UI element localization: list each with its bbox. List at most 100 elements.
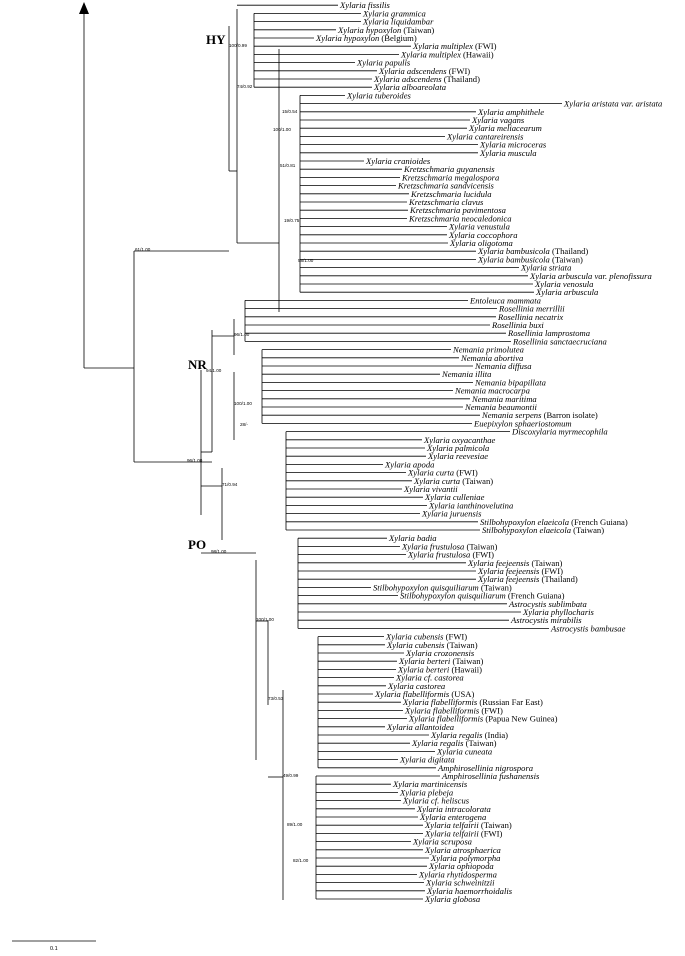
taxon-name: Xylaria multiplex [412,41,473,51]
taxon-name: Kretzschmaria megalospora [401,172,499,182]
taxon-label: Kretzschmaria megalospora [401,172,499,182]
taxon-label: Xylaria plebeja [399,787,453,797]
taxon-name: Xylaria aristata var. aristata [563,99,662,109]
taxon-label: Xylaria oligotoma [449,238,513,248]
taxon-label: Astrocystis sublimbata [508,599,587,609]
taxon-note: (Taiwan) [479,820,512,830]
taxon-label: Xylaria ianthinovelutina [428,500,513,510]
taxon-name: Xylaria frustulosa [401,541,464,551]
taxon-name: Xylaria bambusicola [477,246,550,256]
taxon-label: Nemania beaumontii [464,402,537,412]
taxon-label: Xylaria alboareolata [373,82,446,92]
taxon-label: Nemania maritima [471,394,537,404]
taxon-label: Xylaria juruensis [421,509,482,519]
taxon-label: Xylaria berteri (Taiwan) [398,656,484,666]
taxon-name: Kretzschmaria sandvicensis [397,181,495,191]
taxon-note: (FWI) [479,705,503,715]
taxon-label: Amphirosellinia fushanensis [441,771,540,781]
taxon-note: (FWI) [473,41,497,51]
taxon-name: Xylaria bambusicola [477,254,550,264]
taxon-name: Xylaria badia [388,533,437,543]
taxon-name: Nemania beaumontii [464,402,537,412]
taxon-label: Xylaria venustula [448,222,510,232]
taxon-name: Xylaria cantareirensis [446,131,524,141]
taxon-label: Xylaria globosa [424,894,480,904]
taxon-name: Xylaria coccophora [448,230,518,240]
taxon-note: (FWI) [444,632,468,642]
taxon-note: (French Guiana) [506,591,565,601]
taxon-label: Xylaria flabelliformis (Russian Far East… [402,697,543,707]
support-po5: 49/0.99 [283,773,299,778]
taxon-label: Xylaria telfairii (Taiwan) [424,820,512,830]
taxon-label: Xylaria muscula [479,148,537,158]
taxon-name: Xylaria apoda [384,459,434,469]
taxon-name: Xylaria cranioides [365,156,431,166]
taxon-label: Xylaria vagans [471,115,525,125]
taxon-label: Xylaria frustulosa (FWI) [407,550,494,560]
taxon-label: Nemania serpens (Barron isolate) [481,410,598,420]
taxon-name: Xylaria crozonensis [405,648,475,658]
taxon-note: (Taiwan) [450,656,483,666]
taxon-label: Xylaria cubensis (Taiwan) [386,640,478,650]
taxon-name: Xylaria cf. heliscus [402,796,470,806]
taxon-label: Xylaria berteri (Hawaii) [397,664,482,674]
taxon-name: Xylaria cf. castorea [395,673,464,683]
taxon-name: Euepixylon sphaeriostomum [473,418,572,428]
taxon-label: Kretzschmaria lucidula [410,189,492,199]
taxon-note: (Russian Far East) [477,697,543,707]
taxon-label: Xylaria liquidambar [362,17,434,27]
taxon-label: Xylaria cantareirensis [446,131,524,141]
tree-branches [133,4,562,900]
taxon-note: (Taiwan) [479,582,512,592]
taxon-name: Xylaria multiplex [400,49,461,59]
taxon-label: Kretzschmaria neocaledonica [408,213,512,223]
taxon-label: Astrocystis bambusae [550,623,626,633]
taxon-label: Xylaria apoda [384,459,434,469]
taxon-name: Xylaria haemorrhoidalis [426,886,513,896]
taxon-name: Xylaria regalis [411,738,464,748]
taxon-label: Xylaria cf. castorea [395,673,464,683]
taxon-label: Kretzschmaria pavimentosa [409,205,506,215]
taxon-name: Stilbohypoxylon quisquiliarum [373,582,479,592]
taxon-label: Xylaria digitata [399,755,455,765]
taxon-note: (Taiwan) [571,525,604,535]
taxon-name: Xylaria palmicola [426,443,489,453]
taxon-name: Xylaria arbuscula var. plenofissura [529,271,652,281]
support-hy3: 100/1.00 [273,127,291,132]
taxon-label: Xylaria curta (Taiwan) [413,476,493,486]
taxon-name: Xylaria telfairii [424,828,479,838]
taxon-name: Nemania bipapillata [474,377,546,387]
taxon-name: Xylaria enterogena [419,812,486,822]
taxon-label: Xylaria culleniae [424,492,485,502]
taxon-note: (FWI) [447,66,471,76]
taxon-name: Entoleuca mammata [469,295,541,305]
taxon-label: Xylaria venosula [534,279,593,289]
taxon-label: Kretzschmaria guyanensis [403,164,495,174]
taxon-name: Xylaria culleniae [424,492,485,502]
taxon-note: (Belgium) [379,33,417,43]
taxon-name: Kretzschmaria pavimentosa [409,205,506,215]
taxon-label: Xylaria tuberoides [346,90,412,100]
taxon-label: Discoxylaria myrmecophila [511,427,608,437]
taxon-label: Xylaria hypoxylon (Belgium) [315,33,417,43]
taxon-label: Stilbohypoxylon quisquiliarum (French Gu… [400,591,565,601]
taxon-note: (Hawaii) [461,49,494,59]
scale-bar-label: 0.1 [50,946,58,952]
taxon-name: Xylaria meliacearum [468,123,542,133]
taxon-label: Xylaria badia [388,533,437,543]
taxon-label: Xylaria enterogena [419,812,486,822]
taxon-name: Xylaria digitata [399,755,455,765]
taxon-name: Xylaria amphithele [477,107,544,117]
taxon-label: Xylaria scruposa [412,837,472,847]
taxon-name: Xylaria feejeensis [467,558,530,568]
taxon-name: Astrocystis mirabilis [510,615,582,625]
taxon-name: Xylaria curta [413,476,460,486]
taxon-note: (FWI) [479,828,503,838]
taxon-name: Xylaria castorea [387,681,445,691]
taxon-label: Xylaria adscendens (FWI) [378,66,470,76]
taxon-name: Xylaria adscendens [373,74,442,84]
taxon-name: Xylaria globosa [424,894,480,904]
taxon-name: Xylaria flabelliformis [374,689,450,699]
support-hy6: 19/0.75 [284,218,300,223]
taxon-name: Nemania diffusa [474,361,532,371]
